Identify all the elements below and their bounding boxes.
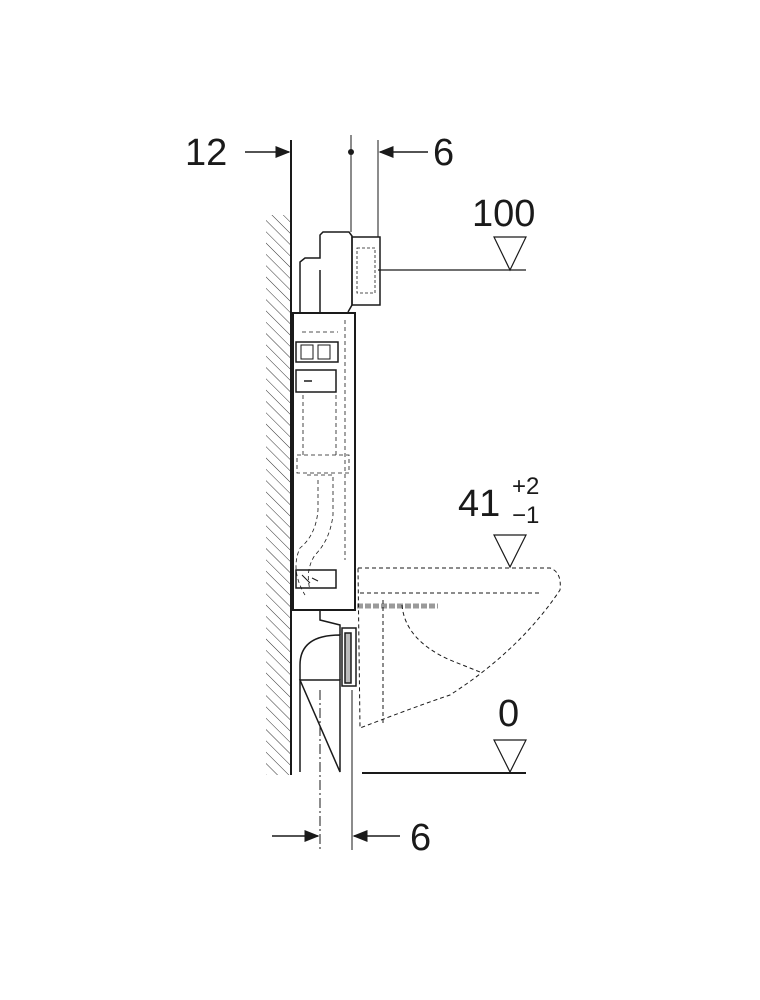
bottom-dimension	[272, 690, 400, 850]
level-41-label: 41	[458, 483, 500, 525]
wc-bowl	[357, 567, 561, 729]
level-marker-icon	[493, 534, 527, 569]
wall	[266, 140, 292, 775]
top-dimension	[245, 135, 428, 237]
level-0-label: 0	[498, 693, 519, 735]
level-marker-icon	[493, 236, 527, 272]
level-100-label: 100	[472, 193, 535, 235]
dim-12-label: 12	[185, 132, 227, 174]
dim-6-bottom-label: 6	[410, 817, 431, 859]
cistern-top	[299, 231, 381, 313]
drain-pipe	[298, 610, 357, 773]
dim-6-top-label: 6	[433, 132, 454, 174]
tolerance-minus: −1	[512, 502, 539, 529]
installation-frame	[292, 312, 356, 611]
level-marker-icon	[493, 739, 527, 774]
tolerance-plus: +2	[512, 473, 539, 500]
